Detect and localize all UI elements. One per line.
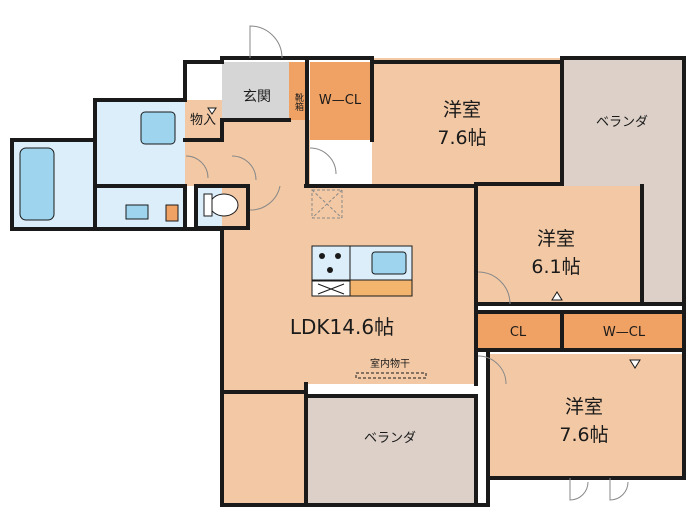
walk-in-closet-2-area	[562, 314, 684, 350]
down-arrow-icon	[629, 359, 641, 369]
western-room-1-area	[372, 58, 562, 186]
balcony-south-label: ベランダ	[364, 431, 416, 446]
ldk-door-arc	[249, 185, 281, 211]
ldk-door-arc	[309, 147, 337, 175]
range-hood-cross	[311, 189, 343, 219]
entrance-area	[222, 62, 289, 120]
closet-label: CL	[510, 325, 527, 340]
labels: 玄関 靴箱 W—CL 物入 洋室 7.6帖 ベランダ 洋室 6.1帖 LDK14…	[190, 88, 648, 446]
wash-basin	[125, 204, 149, 220]
up-arrow-icon	[551, 291, 563, 301]
down-arrow-icon	[207, 107, 217, 115]
bathtub	[19, 147, 55, 221]
hall-area	[185, 120, 310, 186]
sink-basin	[371, 251, 407, 275]
range-hood	[311, 189, 343, 219]
fixtures	[19, 111, 427, 379]
balcony-south-area	[306, 396, 474, 504]
western-room-2-size: 6.1帖	[531, 256, 580, 278]
dishwasher-mark	[317, 283, 345, 295]
wall-wash-lower	[93, 184, 187, 231]
western-room-3-name: 洋室	[565, 396, 603, 418]
wall-closets	[476, 310, 686, 352]
room3-door-arc	[477, 355, 507, 385]
western-room-2-area	[478, 186, 642, 302]
stove	[311, 245, 351, 281]
indoor-drying-label: 室内物干	[370, 357, 410, 370]
shoe-cabinet-label: 靴箱	[293, 92, 304, 112]
indoor-drying-rail	[355, 372, 427, 379]
balcony-east-label: ベランダ	[596, 115, 648, 130]
burner-icon	[327, 267, 333, 273]
western-room-2-name: 洋室	[537, 228, 575, 250]
doors	[185, 25, 629, 501]
western-room-3-area	[488, 354, 684, 478]
walk-in-closet-1-area	[310, 62, 372, 140]
burner-icon	[335, 253, 341, 259]
wall-hall	[183, 118, 291, 142]
hall-door-arc	[231, 155, 257, 181]
washing-machine	[140, 111, 176, 145]
western-room-1-name: 洋室	[443, 99, 481, 121]
hall-door-arc	[185, 155, 209, 179]
walls	[10, 56, 686, 507]
burner-icon	[319, 253, 325, 259]
water-heater	[165, 204, 179, 222]
window-door-arc	[569, 478, 589, 501]
storage-label: 物入	[190, 113, 216, 128]
markers	[207, 107, 641, 369]
front-door-arc	[249, 25, 283, 59]
closet-area	[478, 314, 562, 350]
wall-south-balcony	[304, 382, 478, 507]
toilet-tank	[203, 193, 213, 217]
toilet-fixture	[209, 193, 239, 217]
walk-in-closet-1-label: W—CL	[319, 93, 362, 108]
wall-toilet	[194, 184, 250, 230]
window-door-arc	[609, 478, 629, 501]
ldk-label: LDK14.6帖	[290, 315, 394, 339]
western-room-3-size: 7.6帖	[559, 424, 608, 446]
room2-door-arc	[477, 271, 511, 305]
western-room-1-size: 7.6帖	[437, 127, 486, 149]
walk-in-closet-2-label: W—CL	[603, 325, 646, 340]
entrance-label: 玄関	[243, 88, 271, 105]
